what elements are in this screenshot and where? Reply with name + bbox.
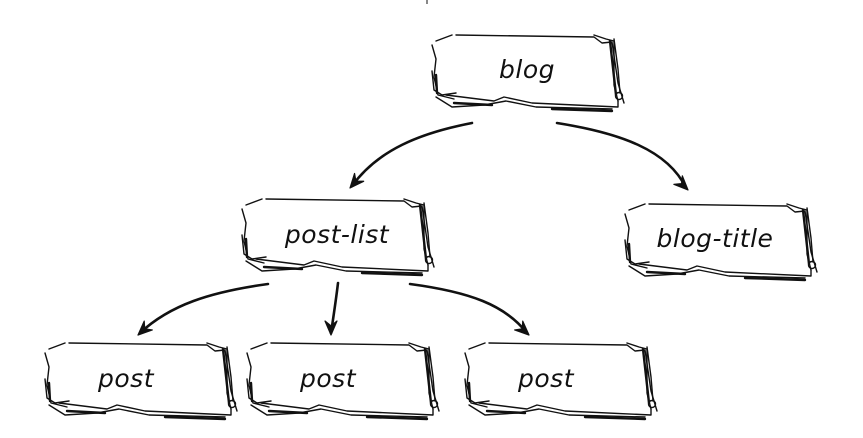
arrowhead-1: [349, 172, 365, 189]
arrowhead-4: [324, 320, 338, 336]
edge-arrow-2: [555, 121, 688, 190]
node-post-list: post-list: [241, 198, 435, 277]
arrowhead-2: [673, 175, 689, 191]
node-label-post-list: post-list: [284, 220, 390, 249]
arrowhead-3: [137, 320, 153, 336]
arrowhead-5: [514, 320, 530, 336]
node-label-blog-title: blog-title: [657, 224, 774, 253]
node-box: [624, 203, 818, 282]
node-post-1: post: [44, 342, 238, 421]
node-label-blog: blog: [499, 55, 555, 84]
box-stroke-4: [627, 208, 811, 282]
node-post-2: post: [246, 342, 440, 421]
edge-arrow-1: [350, 121, 474, 188]
box-stroke-3: [250, 346, 436, 418]
box-corner-ornament: [807, 260, 817, 270]
box-stroke-3: [628, 207, 814, 279]
box-stroke-4: [47, 347, 231, 421]
node-box: [464, 342, 658, 421]
box-corner-ornament: [614, 91, 624, 101]
node-box: [44, 342, 238, 421]
node-label-post: post: [97, 364, 155, 393]
edge-arrow-3: [138, 282, 270, 335]
box-stroke-3: [245, 202, 431, 274]
box-corner-ornament: [227, 399, 237, 409]
box-corner-ornament: [647, 399, 657, 409]
node-label-post: post: [299, 364, 357, 393]
box-corner-ornament: [424, 255, 434, 265]
node-label-post: post: [517, 364, 575, 393]
node-blog: blog: [431, 34, 625, 113]
edges-layer: [137, 121, 689, 336]
node-box: [431, 34, 625, 113]
edge-arrow-5: [408, 282, 529, 335]
node-box: [246, 342, 440, 421]
node-box: [241, 198, 435, 277]
box-stroke-3: [48, 346, 234, 418]
node-post-3: post: [464, 342, 658, 421]
box-stroke-3: [468, 346, 654, 418]
box-stroke-4: [249, 347, 433, 421]
box-stroke-4: [244, 203, 428, 277]
box-stroke-4: [434, 39, 618, 113]
box-stroke-4: [467, 347, 651, 421]
box-stroke-3: [435, 38, 621, 110]
box-corner-ornament: [429, 399, 439, 409]
node-blog-title: blog-title: [624, 203, 818, 282]
